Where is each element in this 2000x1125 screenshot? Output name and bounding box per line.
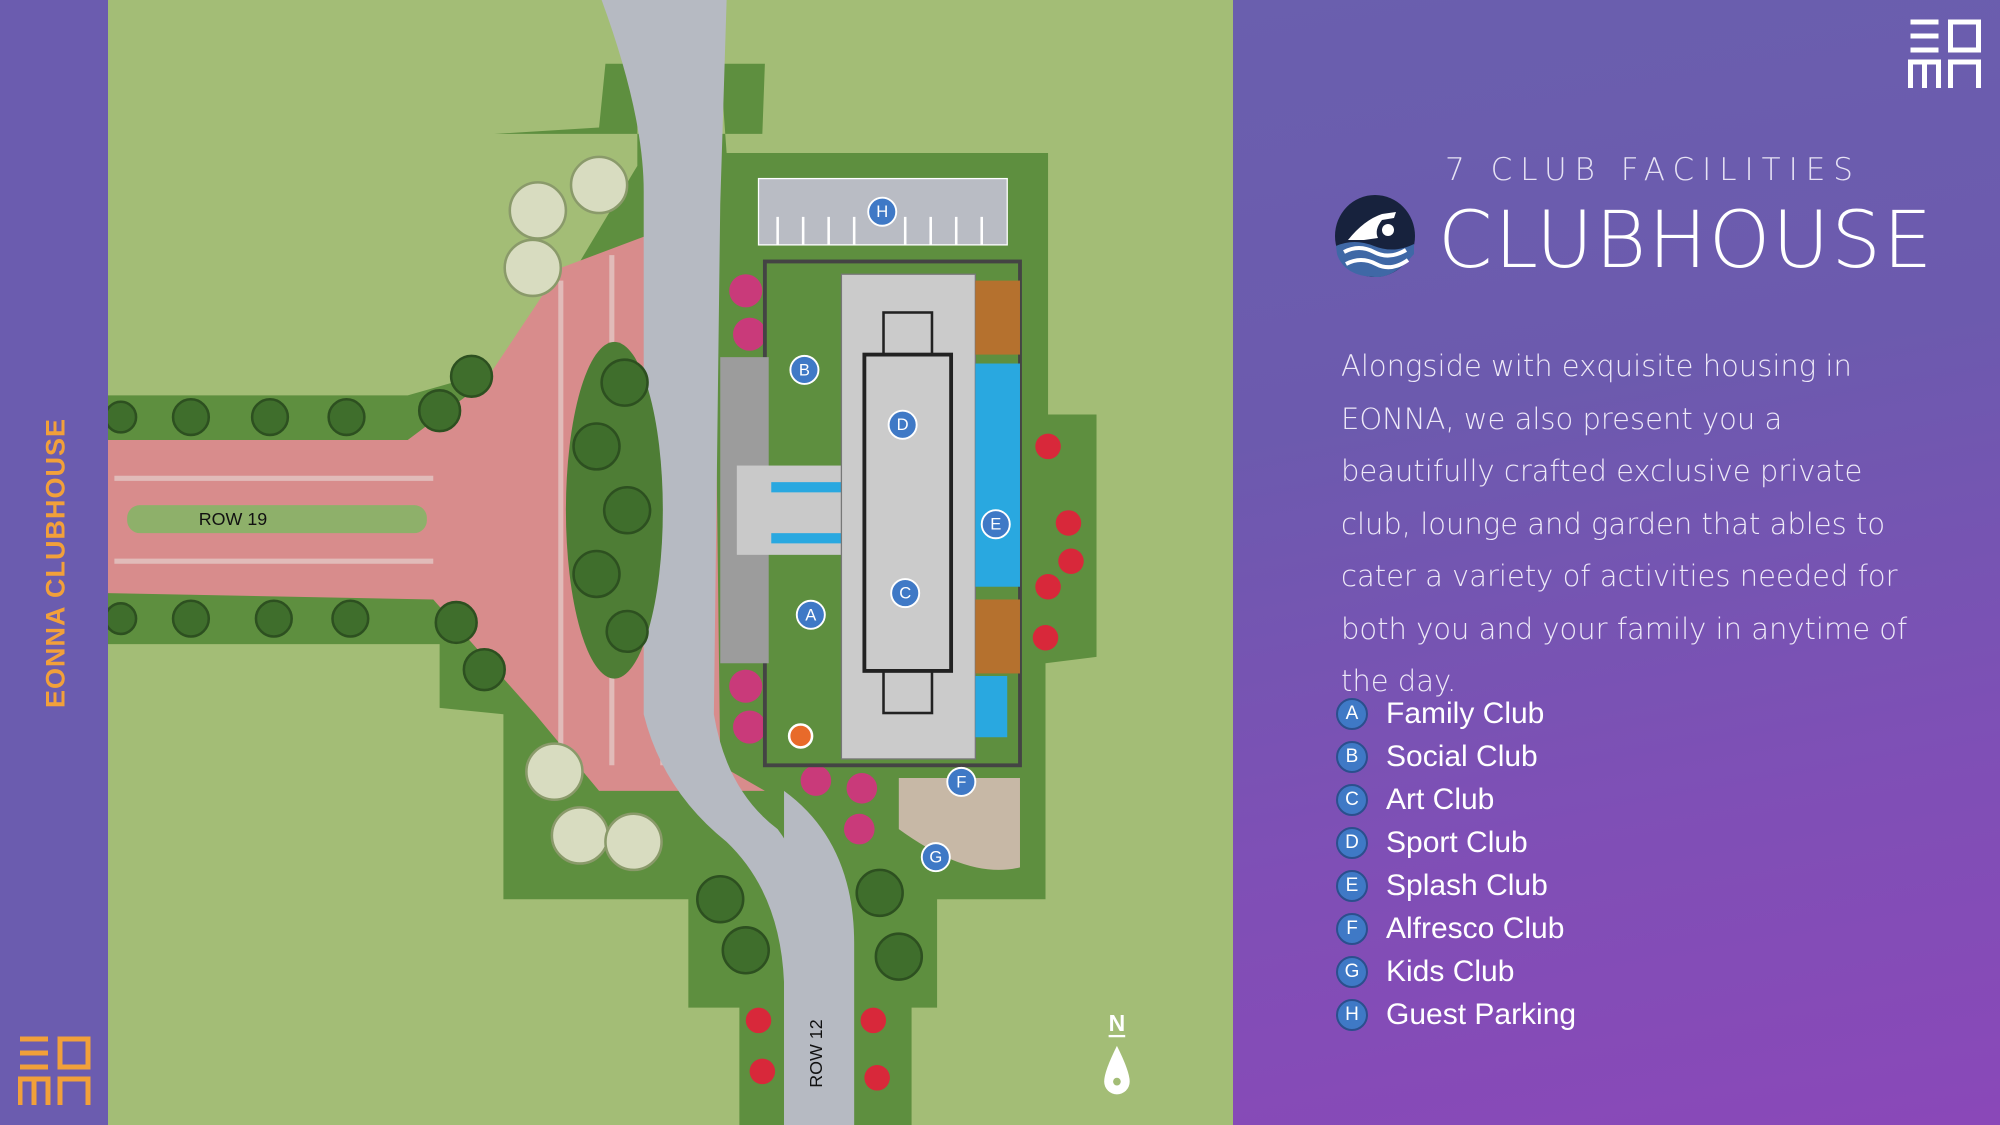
svg-text:E: E <box>990 515 1001 534</box>
marker-d[interactable]: D <box>887 409 918 440</box>
svg-text:C: C <box>899 584 911 603</box>
legend-item-g: G Kids Club <box>1336 950 1576 993</box>
legend-item-c: C Art Club <box>1336 778 1576 821</box>
marker-h[interactable]: H <box>867 196 898 227</box>
badge-f: F <box>1336 912 1368 945</box>
row19-label: ROW 19 <box>199 509 267 529</box>
badge-c: C <box>1336 783 1368 816</box>
badge-e: E <box>1336 869 1368 902</box>
legend-label: Sport Club <box>1386 825 1528 859</box>
badge-a: A <box>1336 697 1368 730</box>
legend-label: Guest Parking <box>1386 997 1577 1031</box>
legend-label: Kids Club <box>1386 954 1515 988</box>
svg-text:A: A <box>805 605 817 624</box>
svg-text:H: H <box>876 202 888 221</box>
badge-d: D <box>1336 826 1368 859</box>
left-strip <box>0 0 108 1125</box>
swimmer-icon <box>1335 195 1415 278</box>
marker-e[interactable]: E <box>980 509 1011 540</box>
map-markers: H B D E C A F G <box>789 196 1011 873</box>
badge-h: H <box>1336 998 1368 1031</box>
subtitle: 7 CLUB FACILITIES <box>1445 152 1861 188</box>
row19-median <box>127 505 427 534</box>
site-plan-map: ROW 19 ROW 12 H B D E C A F G N <box>108 0 1233 1125</box>
eonna-logo-top-right <box>1908 19 1981 88</box>
svg-text:B: B <box>799 360 810 379</box>
clubhouse-building <box>840 273 976 760</box>
page-title: CLUBHOUSE <box>1438 196 1935 286</box>
splash-pool <box>975 363 1020 587</box>
marker-f[interactable]: F <box>946 766 977 797</box>
side-title: EONNA CLUBHOUSE <box>40 417 71 709</box>
marker-g[interactable]: G <box>920 842 951 873</box>
svg-text:D: D <box>897 415 909 434</box>
marker-a[interactable]: A <box>795 599 826 630</box>
north-arrow-icon: N <box>1104 1010 1130 1095</box>
legend-label: Splash Club <box>1386 868 1548 902</box>
marker-b[interactable]: B <box>789 354 820 385</box>
row12-label: ROW 12 <box>806 1019 826 1087</box>
eonna-logo-bottom-left <box>18 1036 91 1105</box>
legend-item-a: A Family Club <box>1336 692 1576 735</box>
road-row12 <box>601 0 816 1125</box>
legend-label: Social Club <box>1386 739 1538 773</box>
badge-g: G <box>1336 955 1368 988</box>
svg-text:N: N <box>1109 1010 1126 1036</box>
marker-c[interactable]: C <box>890 578 921 609</box>
legend-item-f: F Alfresco Club <box>1336 907 1576 950</box>
legend-item-e: E Splash Club <box>1336 864 1576 907</box>
legend-item-b: B Social Club <box>1336 735 1576 778</box>
description: Alongside with exquisite housing in EONN… <box>1341 349 1908 698</box>
facility-legend: A Family Club B Social Club C Art Club D Spo… <box>1336 692 1576 1036</box>
legend-item-h: H Guest Parking <box>1336 993 1576 1036</box>
legend-label: Art Club <box>1386 782 1495 816</box>
svg-text:G: G <box>929 848 942 867</box>
legend-item-d: D Sport Club <box>1336 821 1576 864</box>
legend-label: Alfresco Club <box>1386 911 1565 945</box>
legend-label: Family Club <box>1386 696 1545 730</box>
badge-b: B <box>1336 740 1368 773</box>
svg-text:F: F <box>956 772 966 791</box>
